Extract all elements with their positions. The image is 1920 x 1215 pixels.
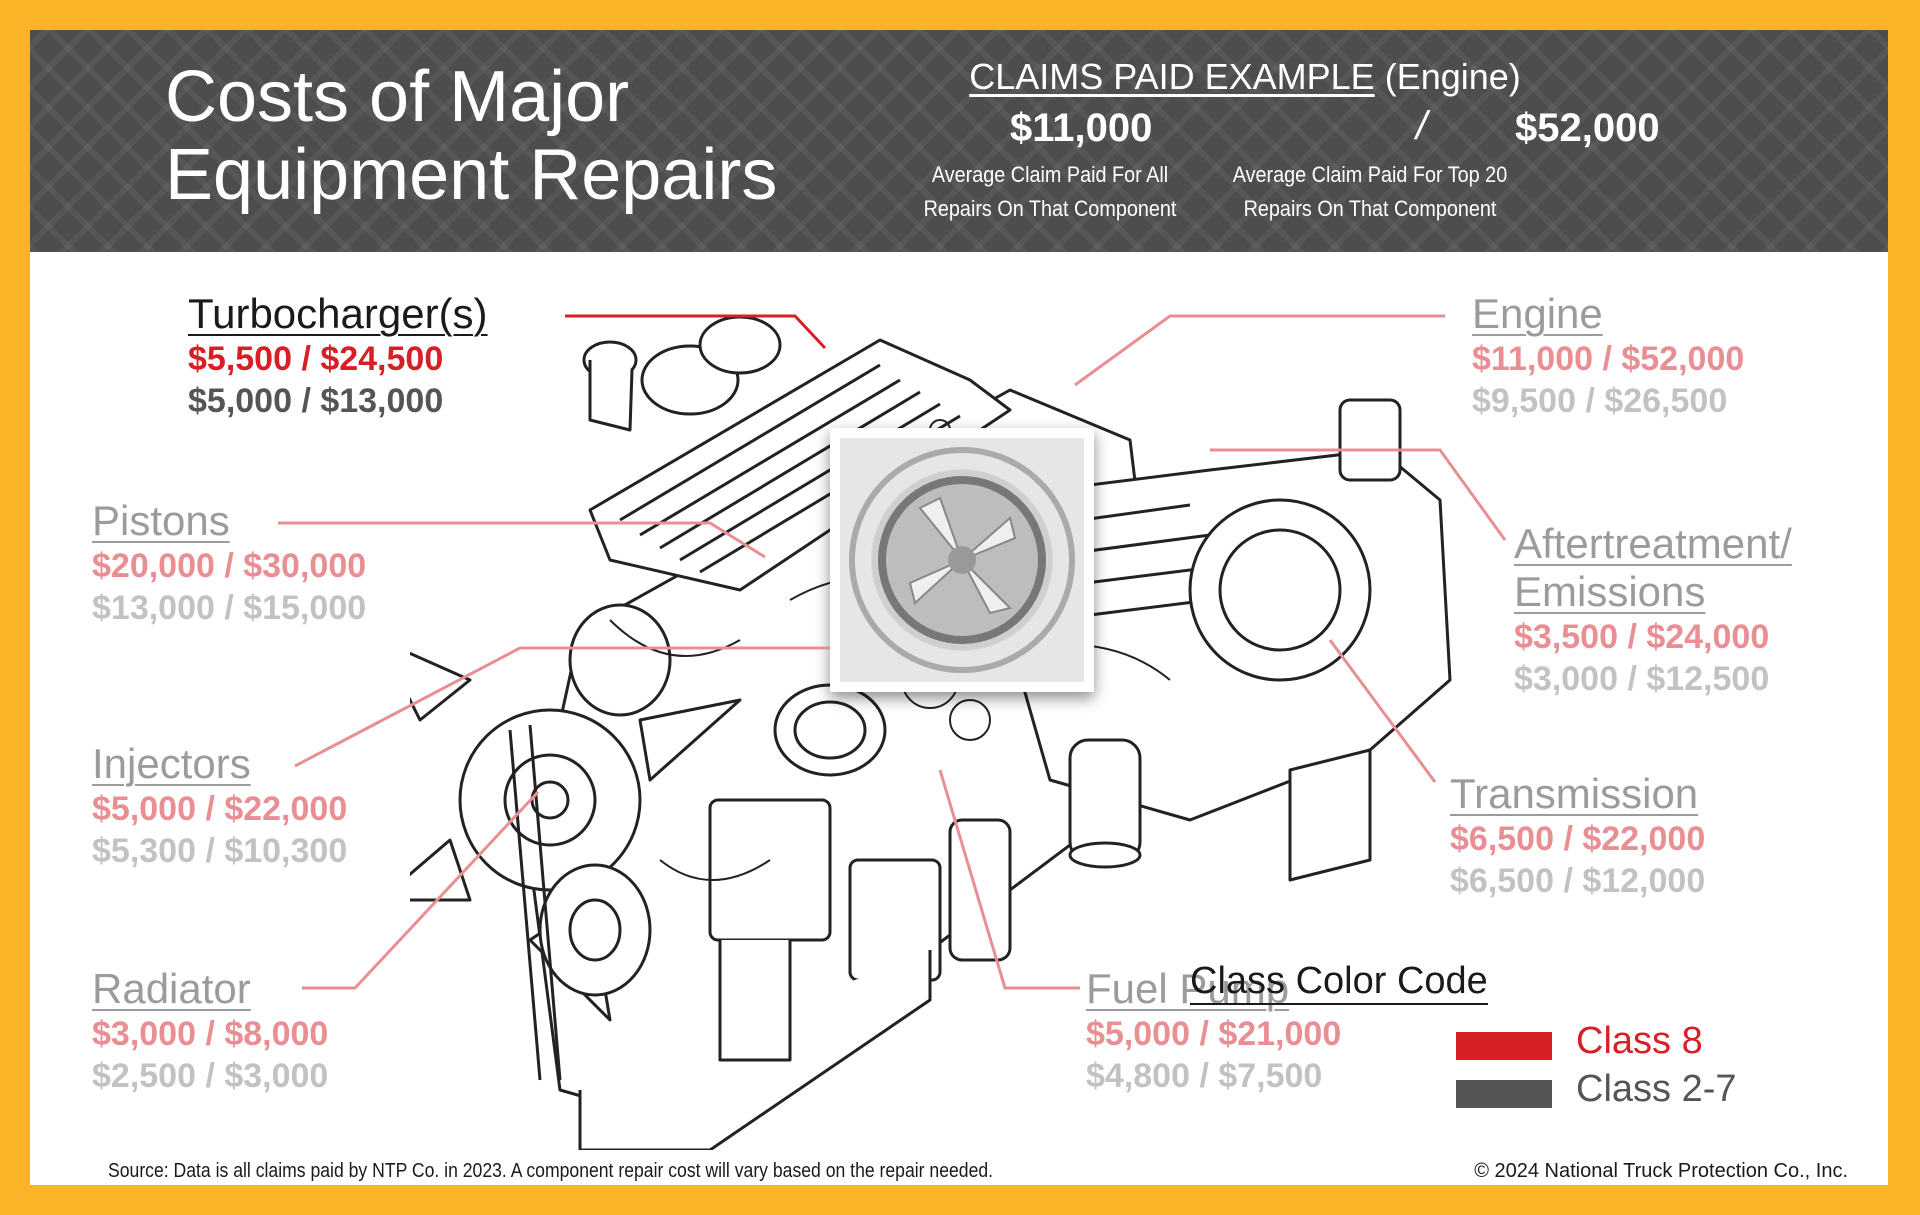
transmission-leader-line bbox=[1328, 639, 1437, 783]
claims-component: (Engine) bbox=[1384, 56, 1521, 97]
aftertreatment-class8-cost: $3,500 / $24,000 bbox=[1514, 618, 1770, 656]
copyright: © 2024 National Truck Protection Co., In… bbox=[1474, 1160, 1848, 1182]
pistons-name: Pistons bbox=[92, 497, 230, 544]
claims-title: CLAIMS PAID EXAMPLE bbox=[969, 56, 1375, 97]
radiator-label: Radiator $3,000 / $8,000 $2,500 / $3,000 bbox=[92, 965, 328, 1097]
avg-desc-line-2: Repairs On That Component bbox=[923, 196, 1177, 221]
avg-claim-amount: $11,000 bbox=[1010, 106, 1153, 150]
pistons-label: Pistons $20,000 / $30,000 $13,000 / $15,… bbox=[92, 497, 366, 629]
title-line-2: Equipment Repairs bbox=[165, 135, 778, 215]
avg-claim-description: Average Claim Paid For All Repairs On Th… bbox=[915, 158, 1185, 226]
legend-class27-swatch bbox=[1456, 1080, 1552, 1108]
infographic-frame: Costs of Major Equipment Repairs CLAIMS … bbox=[30, 30, 1888, 1185]
header-banner: Costs of Major Equipment Repairs CLAIMS … bbox=[30, 30, 1888, 252]
radiator-leader-line bbox=[302, 790, 540, 990]
top20-claim-description: Average Claim Paid For Top 20 Repairs On… bbox=[1226, 158, 1514, 226]
injectors-name: Injectors bbox=[92, 740, 251, 787]
legend-class8-swatch bbox=[1456, 1032, 1552, 1060]
transmission-class8-cost: $6,500 / $22,000 bbox=[1450, 820, 1706, 858]
source-note: Source: Data is all claims paid by NTP C… bbox=[108, 1160, 994, 1182]
turbocharger-photo-image bbox=[840, 438, 1084, 682]
pistons-class27-cost: $13,000 / $15,000 bbox=[92, 589, 367, 627]
transmission-label: Transmission $6,500 / $22,000 $6,500 / $… bbox=[1450, 770, 1705, 902]
turbocharger-class8-cost: $5,500 / $24,500 bbox=[188, 340, 444, 378]
legend-class27-label: Class 2-7 bbox=[1576, 1068, 1737, 1110]
page-title: Costs of Major Equipment Repairs bbox=[165, 58, 777, 214]
radiator-name: Radiator bbox=[92, 965, 251, 1012]
injectors-class8-cost: $5,000 / $22,000 bbox=[92, 790, 348, 828]
top20-desc-line-2: Repairs On That Component bbox=[1243, 196, 1497, 221]
aftertreatment-name-line-1: Aftertreatment/ bbox=[1514, 520, 1792, 567]
pistons-class8-cost: $20,000 / $30,000 bbox=[92, 547, 367, 585]
top20-claim-amount: $52,000 bbox=[1515, 106, 1660, 150]
avg-desc-line-1: Average Claim Paid For All bbox=[931, 162, 1169, 187]
leader-lines bbox=[278, 314, 1507, 990]
turbocharger-label: Turbocharger(s) $5,500 / $24,500 $5,000 … bbox=[188, 290, 488, 422]
title-line-1: Costs of Major bbox=[165, 57, 630, 137]
claims-example-heading: CLAIMS PAID EXAMPLE (Engine) bbox=[935, 56, 1555, 98]
injectors-label: Injectors $5,000 / $22,000 $5,300 / $10,… bbox=[92, 740, 347, 872]
aftertreatment-leader-line bbox=[1210, 448, 1507, 541]
fuelpump-class27-cost: $4,800 / $7,500 bbox=[1086, 1057, 1323, 1095]
engine-class27-cost: $9,500 / $26,500 bbox=[1472, 382, 1728, 420]
turbo-leader-line bbox=[565, 314, 827, 350]
radiator-class8-cost: $3,000 / $8,000 bbox=[92, 1015, 329, 1053]
radiator-class27-cost: $2,500 / $3,000 bbox=[92, 1057, 329, 1095]
injectors-leader-line bbox=[294, 646, 830, 768]
engine-name: Engine bbox=[1472, 290, 1603, 337]
pistons-leader-line bbox=[278, 521, 766, 559]
legend-title: Class Color Code bbox=[1190, 960, 1488, 1005]
fuelpump-class8-cost: $5,000 / $21,000 bbox=[1086, 1015, 1342, 1053]
engine-leader-line bbox=[1074, 314, 1445, 387]
injectors-class27-cost: $5,300 / $10,300 bbox=[92, 832, 348, 870]
turbocharger-photo bbox=[830, 428, 1094, 692]
amount-separator: / bbox=[1416, 104, 1428, 148]
fuelpump-leader-line bbox=[938, 769, 1080, 990]
top20-desc-line-1: Average Claim Paid For Top 20 bbox=[1232, 162, 1508, 187]
aftertreatment-class27-cost: $3,000 / $12,500 bbox=[1514, 660, 1770, 698]
turbocharger-name: Turbocharger(s) bbox=[188, 290, 488, 337]
turbocharger-class27-cost: $5,000 / $13,000 bbox=[188, 382, 444, 420]
aftertreatment-label: Aftertreatment/ Emissions $3,500 / $24,0… bbox=[1514, 520, 1792, 700]
engine-label: Engine $11,000 / $52,000 $9,500 / $26,50… bbox=[1472, 290, 1744, 422]
fuelpump-label: Fuel Pump $5,000 / $21,000 $4,800 / $7,5… bbox=[1086, 965, 1341, 1097]
engine-class8-cost: $11,000 / $52,000 bbox=[1472, 340, 1745, 378]
transmission-name: Transmission bbox=[1450, 770, 1699, 817]
legend-class8-label: Class 8 bbox=[1576, 1020, 1703, 1062]
transmission-class27-cost: $6,500 / $12,000 bbox=[1450, 862, 1706, 900]
aftertreatment-name-line-2: Emissions bbox=[1514, 568, 1706, 615]
